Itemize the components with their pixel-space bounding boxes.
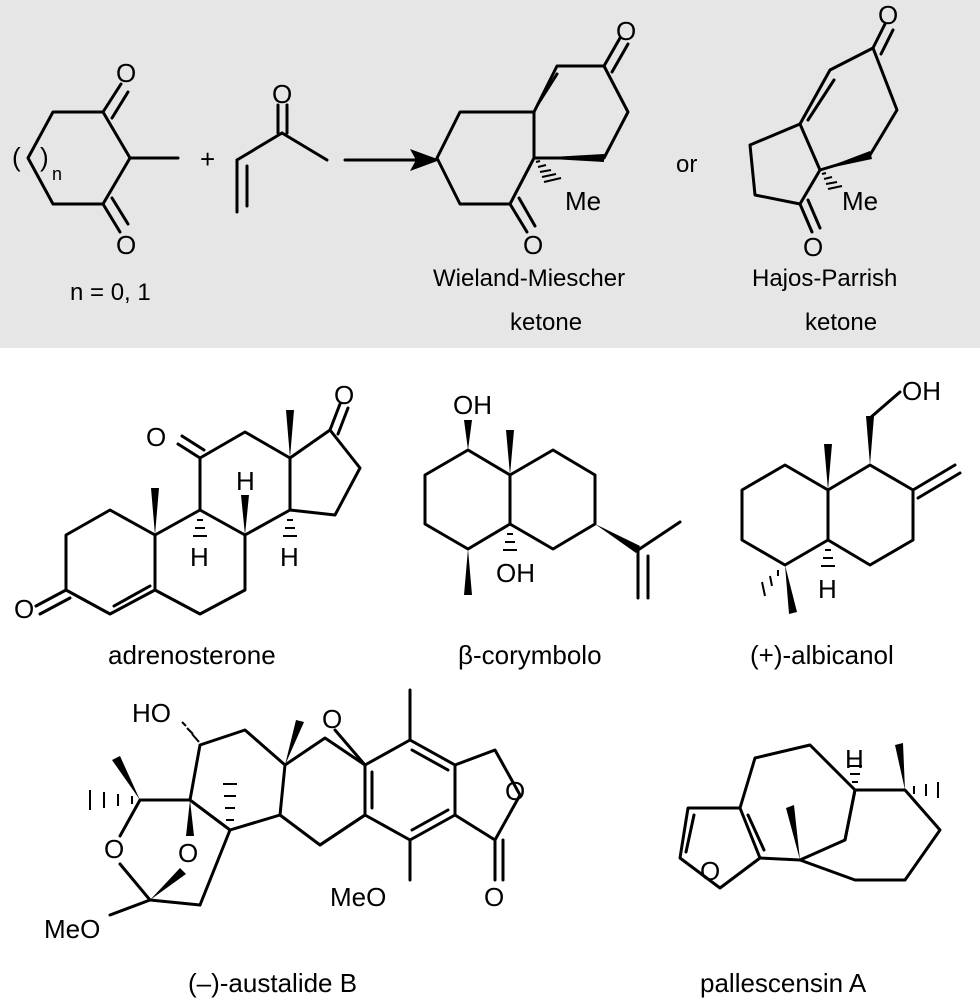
structure-pallescensin-a: O H pallescensin A (678, 743, 942, 998)
hydroxyl-label: OH (496, 558, 535, 588)
oxygen-label: O (146, 422, 166, 452)
compound-name: β-corymbolo (458, 640, 602, 670)
hydroxyl-label: OH (902, 376, 941, 406)
methoxy-label: MeO (330, 882, 386, 912)
hydrogen-label: H (190, 542, 209, 572)
structure-beta-corymbolo: OH OH β-corymbolo (423, 390, 682, 670)
hydrogen-label: H (818, 574, 837, 604)
methyl-hash-bond (89, 790, 133, 810)
reaction-arrow (343, 149, 440, 171)
wieland-miescher-ketone: O O Me Wieland-Miescher ketone (433, 16, 636, 336)
methyl-hash-bond (535, 160, 562, 183)
or-connector: or (676, 151, 697, 178)
ring-size-condition: n = 0, 1 (70, 279, 151, 306)
oxygen-label: O (322, 704, 342, 734)
product-name-line1: Hajos-Parrish (752, 265, 897, 292)
methyl-hash-bond (761, 570, 779, 597)
reagent-methyl-vinyl-ketone: O (235, 79, 329, 214)
compound-name: adrenosterone (108, 640, 276, 670)
hydrogen-label: H (236, 466, 255, 496)
product-name-line1: Wieland-Miescher (433, 265, 625, 292)
hydroxyl-label: HO (132, 698, 171, 728)
methyl-label: Me (565, 186, 601, 216)
oxygen-label: O (700, 856, 720, 886)
reagent-dione: O O ( ) n n = 0, 1 (12, 58, 180, 306)
oxygen-label: O (616, 16, 636, 46)
structure-albicanol: OH H (+)-albicanol (740, 376, 962, 670)
oxygen-label: O (523, 230, 543, 260)
oxygen-label: O (878, 0, 898, 30)
hydrogen-hash-bond (821, 549, 835, 567)
hydrogen-hash-bond (848, 765, 862, 783)
structure-adrenosterone: O O O H H H adrenosterone (14, 380, 362, 670)
hydrogen-hash-bond (283, 519, 297, 537)
oxygen-label: O (116, 58, 136, 88)
methyl-hash-bond (821, 172, 843, 190)
methyl-hash-bond (913, 782, 939, 798)
bracket-open: ( (12, 142, 21, 172)
product-name-line2: ketone (510, 309, 582, 336)
structure-austalide-b: HO O O O MeO O O (44, 688, 525, 998)
oxygen-label: O (178, 838, 198, 868)
methyl-hash-bond (223, 783, 237, 821)
compound-name: pallescensin A (700, 968, 867, 998)
hydroxyl-label: OH (453, 390, 492, 420)
compound-name: (–)-austalide B (188, 968, 357, 998)
oxygen-label: O (14, 594, 34, 624)
oxygen-label: O (484, 882, 504, 912)
plus-sign: + (200, 144, 215, 174)
methyl-label: Me (842, 186, 878, 216)
product-name-line2: ketone (805, 309, 877, 336)
oxygen-label: O (803, 232, 823, 262)
ring-size-subscript: n (52, 164, 62, 184)
bracket-close: ) (40, 142, 49, 172)
oxygen-label: O (505, 776, 525, 806)
hydrogen-hash-bond (193, 519, 207, 537)
hydroxyl-hash-bond (181, 721, 200, 743)
oxygen-label: O (334, 380, 354, 410)
hajos-parrish-ketone: O O Me Hajos-Parrish ketone (748, 0, 899, 336)
hydrogen-label: H (845, 744, 864, 774)
hydroxyl-hash-bond (503, 533, 517, 551)
compound-name: (+)-albicanol (750, 640, 894, 670)
oxygen-label: O (104, 834, 124, 864)
methoxy-label: MeO (44, 914, 100, 944)
oxygen-label: O (272, 79, 292, 109)
oxygen-label: O (116, 230, 136, 260)
hydrogen-label: H (280, 542, 299, 572)
